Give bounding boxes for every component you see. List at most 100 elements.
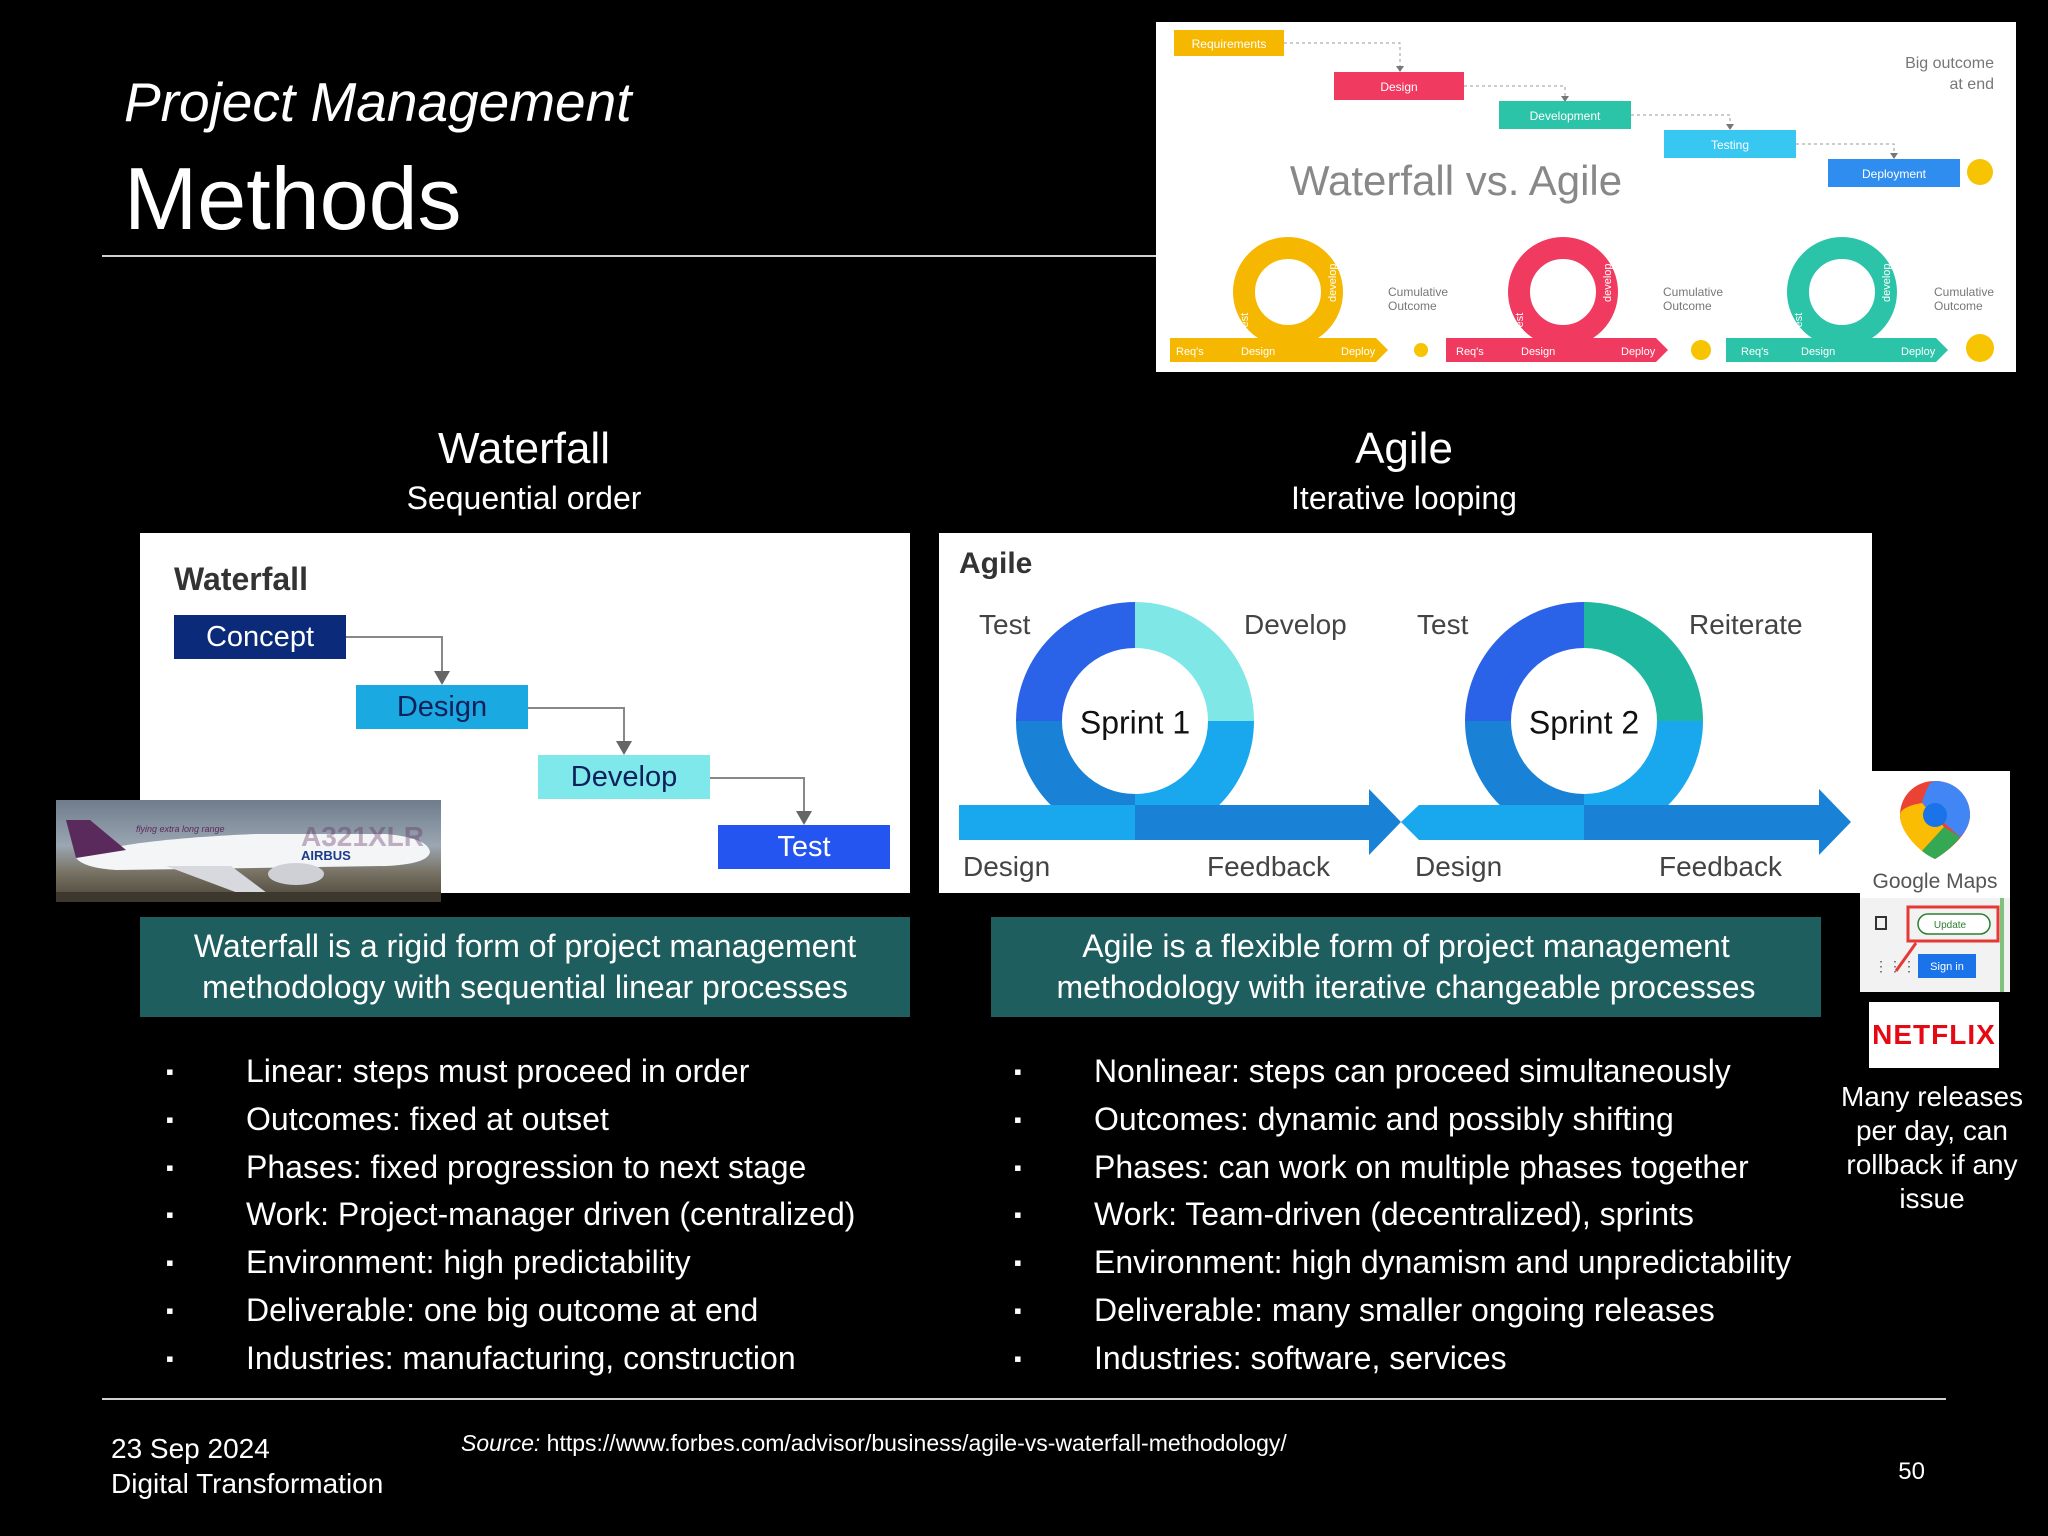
list-item: Environment: high dynamism and unpredict… xyxy=(1014,1239,1791,1287)
loop2-test: Test xyxy=(1514,313,1526,333)
loop1-test: Test xyxy=(1239,313,1251,333)
step-design xyxy=(1334,72,1464,100)
step-requirements-label: Requirements xyxy=(1192,37,1267,51)
netflix-logo: NETFLIX xyxy=(1869,1002,1999,1068)
loop1-design: Design xyxy=(1241,346,1275,358)
step-testing xyxy=(1664,130,1796,158)
agile-summary: Agile is a flexible form of project mana… xyxy=(991,917,1821,1017)
waterfall-step-concept: Concept xyxy=(174,615,346,659)
title-divider xyxy=(102,255,1157,257)
loop1-deploy: Deploy xyxy=(1341,346,1376,358)
step-deployment-label: Deployment xyxy=(1862,167,1927,181)
release-note: Many releases per day, can rollback if a… xyxy=(1840,1081,2024,1214)
agile-loop-teal: Test develop Req's Design Deploy Cumulat… xyxy=(1726,237,1994,362)
source-url[interactable]: https://www.forbes.com/advisor/business/… xyxy=(546,1430,1287,1456)
waterfall-heading: Waterfall xyxy=(438,424,610,473)
infographic-svg: Requirements Design Development Testing … xyxy=(1170,30,1994,362)
big-outcome-label-1: Big outcome xyxy=(1905,55,1994,72)
loop3-design: Design xyxy=(1801,346,1835,358)
waterfall-step-design: Design xyxy=(356,685,528,729)
list-item: Nonlinear: steps can proceed simultaneou… xyxy=(1014,1048,1791,1096)
list-item: Linear: steps must proceed in order xyxy=(166,1048,855,1096)
agile-label-reiterate: Reiterate xyxy=(1689,609,1803,640)
sprint2-label: Sprint 2 xyxy=(1529,704,1639,740)
agile-label-develop: Develop xyxy=(1244,609,1347,640)
agile-loop-yellow: Test develop Req's Design Deploy Cumulat… xyxy=(1170,237,1448,362)
google-maps-label: Google Maps xyxy=(1873,870,1998,893)
tablet-icon xyxy=(1875,916,1887,930)
loop2-develop: develop xyxy=(1602,263,1614,302)
waterfall-diagram-title: Waterfall xyxy=(174,561,308,597)
waterfall-subheading: Sequential order xyxy=(406,480,642,516)
sprint1-label: Sprint 1 xyxy=(1080,704,1190,740)
loop3-deploy: Deploy xyxy=(1901,346,1936,358)
waterfall-bullets: Linear: steps must proceed in order Outc… xyxy=(166,1048,855,1383)
agile-label-design-2: Design xyxy=(1415,851,1502,882)
footer-divider xyxy=(102,1398,1946,1400)
netflix-wordmark: NETFLIX xyxy=(1872,1019,1996,1050)
airbus-a321xlr-photo: flying extra long range A321XLR AIRBUS xyxy=(56,800,441,902)
airplane-illustration: flying extra long range A321XLR AIRBUS xyxy=(56,820,441,902)
waterfall-vs-agile-infographic: Requirements Design Development Testing … xyxy=(1156,22,2016,372)
big-outcome-dot xyxy=(1967,159,1993,185)
loop2-cumulative-1: Cumulative xyxy=(1663,285,1723,299)
step-development-label: Development xyxy=(1530,109,1601,123)
loop1-develop: develop xyxy=(1327,263,1339,302)
livery-brand: AIRBUS xyxy=(301,848,351,863)
waterfall-arrows xyxy=(346,636,812,825)
livery-model: A321XLR xyxy=(301,821,424,852)
agile-bullets: Nonlinear: steps can proceed simultaneou… xyxy=(1014,1048,1791,1383)
agile-label-design-1: Design xyxy=(963,851,1050,882)
page-title: Methods xyxy=(124,149,462,248)
livery-text: flying extra long range xyxy=(136,824,225,834)
agile-subheading: Iterative looping xyxy=(1291,480,1517,516)
list-item: Industries: manufacturing, construction xyxy=(166,1335,855,1383)
loop2-design: Design xyxy=(1521,346,1555,358)
google-maps-screenshot: Google Maps Update Sign in ⋮⋮⋮ xyxy=(1860,771,2010,992)
step-testing-label: Testing xyxy=(1711,138,1749,152)
loop1-reqs: Req's xyxy=(1176,346,1204,358)
agile-label-test-1: Test xyxy=(979,609,1031,640)
list-item: Deliverable: one big outcome at end xyxy=(166,1287,855,1335)
step-development xyxy=(1499,101,1631,129)
loop3-develop: develop xyxy=(1881,263,1893,302)
update-button[interactable] xyxy=(1917,913,1991,935)
agile-sprint-svg: Agile Sprint 1 Sprint 2 Test Develop Tes… xyxy=(959,547,1851,882)
google-maps-svg: Google Maps Update Sign in ⋮⋮⋮ xyxy=(1860,781,2010,992)
grid-icon: ⋮⋮⋮ xyxy=(1874,958,1916,974)
loop3-cumulative-2: Outcome xyxy=(1934,299,1983,313)
list-item: Phases: fixed progression to next stage xyxy=(166,1144,855,1192)
agile-heading: Agile xyxy=(1355,424,1453,473)
step-design-label: Design xyxy=(1380,80,1417,94)
agile-diagram: Agile Sprint 1 Sprint 2 Test Develop Tes… xyxy=(939,533,1872,893)
sprint1-arrow xyxy=(1135,789,1401,855)
agile-loop-red: Test develop Req's Design Deploy Cumulat… xyxy=(1446,237,1723,362)
loop1-cumulative-1: Cumulative xyxy=(1388,285,1448,299)
sign-in-button[interactable] xyxy=(1918,954,1976,978)
list-item: Work: Team-driven (decentralized), sprin… xyxy=(1014,1191,1791,1239)
sprint2-arrow xyxy=(1584,789,1851,855)
list-item: Deliverable: many smaller ongoing releas… xyxy=(1014,1287,1791,1335)
loop1-cumulative-2: Outcome xyxy=(1388,299,1437,313)
infographic-title: Waterfall vs. Agile xyxy=(1290,157,1622,204)
loop3-cumulative-1: Cumulative xyxy=(1934,285,1994,299)
list-item: Industries: software, services xyxy=(1014,1335,1791,1383)
loop2-reqs: Req's xyxy=(1456,346,1484,358)
agile-label-test-2: Test xyxy=(1417,609,1469,640)
update-label: Update xyxy=(1934,920,1967,931)
list-item: Phases: can work on multiple phases toge… xyxy=(1014,1144,1791,1192)
footer-source: Source: https://www.forbes.com/advisor/b… xyxy=(461,1430,1287,1457)
step-requirements xyxy=(1174,30,1284,56)
list-item: Outcomes: dynamic and possibly shifting xyxy=(1014,1096,1791,1144)
list-item: Work: Project-manager driven (centralize… xyxy=(166,1191,855,1239)
loop3-reqs: Req's xyxy=(1741,346,1769,358)
google-maps-pin-icon xyxy=(1900,781,1970,859)
agile-label-feedback-2: Feedback xyxy=(1659,851,1783,882)
loop3-test: Test xyxy=(1793,313,1805,333)
sprint1-arrow-base xyxy=(959,805,1135,840)
footer-course: Digital Transformation xyxy=(111,1468,384,1499)
footer-date: 23 Sep 2024 xyxy=(111,1433,270,1464)
big-outcome-label-2: at end xyxy=(1950,76,1994,93)
loop2-cumulative-2: Outcome xyxy=(1663,299,1712,313)
list-item: Outcomes: fixed at outset xyxy=(166,1096,855,1144)
